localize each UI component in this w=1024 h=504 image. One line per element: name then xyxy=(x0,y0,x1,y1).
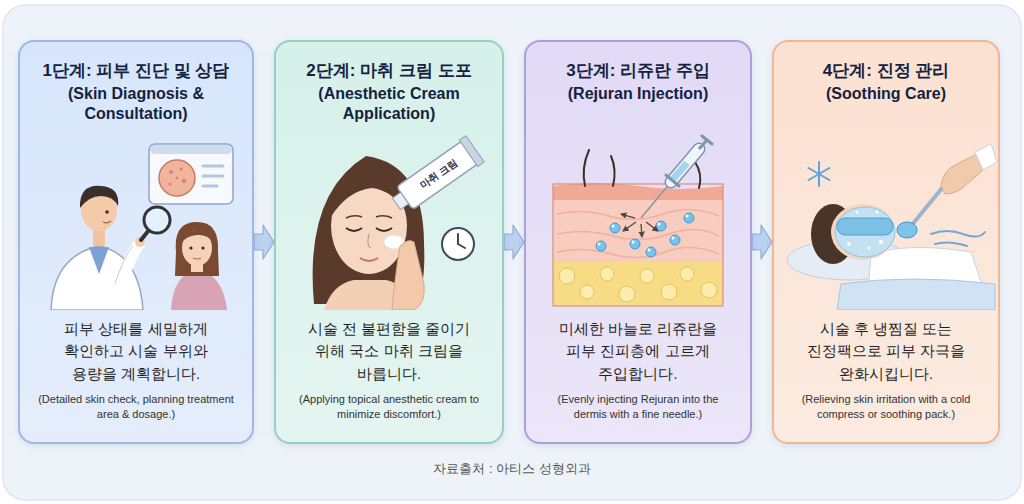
step-title: 2단계: 마취 크림 도포 xyxy=(286,60,492,82)
step-description: 시술 후 냉찜질 또는 진정팩으로 피부 자극을 완화시킵니다. xyxy=(800,318,972,385)
step-subtitle: (Soothing Care) xyxy=(784,84,988,104)
step-translation: (Applying topical anesthetic cream to mi… xyxy=(291,392,487,421)
flow-arrow xyxy=(504,225,524,259)
step-translation: (Evenly injecting Rejuran into the dermi… xyxy=(540,392,736,421)
step-translation: (Relieving skin irritation with a cold c… xyxy=(788,392,984,421)
step-card: 4단계: 진정 관리(Soothing Care) 시술 후 냉찜질 또는 진정… xyxy=(772,40,1000,444)
step-description: 미세한 바늘로 리쥬란을 피부 진피층에 고르게 주입합니다. xyxy=(552,318,724,385)
panel xyxy=(3,5,1021,500)
illustration-area: 마취 크림 xyxy=(276,134,502,318)
illustration-area xyxy=(774,134,998,318)
card-body: 피부 상태를 세밀하게 확인하고 시술 부위와 용량을 계획합니다. (Detai… xyxy=(20,318,252,433)
source-caption: 자료출처 : 아티스 성형외과 xyxy=(0,460,1024,478)
consultation-illustration xyxy=(21,134,251,310)
card-header: 3단계: 리쥬란 주입(Rejuran Injection) xyxy=(526,42,750,134)
step-description: 피부 상태를 세밀하게 확인하고 시술 부위와 용량을 계획합니다. xyxy=(50,318,222,385)
step-subtitle: (Skin Diagnosis & Consultation) xyxy=(30,84,242,124)
flow-arrow xyxy=(752,225,772,259)
cream-illustration xyxy=(276,134,502,310)
step-title: 4단계: 진정 관리 xyxy=(784,60,988,82)
step-card: 3단계: 리쥬란 주입(Rejuran Injection) xyxy=(524,40,752,444)
card-header: 1단계: 피부 진단 및 상담(Skin Diagnosis & Consult… xyxy=(20,42,252,134)
step-card: 1단계: 피부 진단 및 상담(Skin Diagnosis & Consult… xyxy=(18,40,254,444)
step-title: 1단계: 피부 진단 및 상담 xyxy=(30,60,242,82)
step-subtitle: (Anesthetic Cream Application) xyxy=(286,84,492,124)
step-subtitle: (Rejuran Injection) xyxy=(536,84,740,104)
step-translation: (Detailed skin check, planning treatment… xyxy=(38,392,234,421)
flow-arrow xyxy=(254,225,274,259)
injection-illustration xyxy=(526,134,750,310)
illustration-area xyxy=(20,134,252,318)
illustration-area xyxy=(526,134,750,318)
card-body: 시술 후 냉찜질 또는 진정팩으로 피부 자극을 완화시킵니다. (Relievi… xyxy=(774,318,998,433)
card-body: 시술 전 불편함을 줄이기 위해 국소 마취 크림을 바릅니다. (Applyin… xyxy=(276,318,502,433)
step-card: 2단계: 마취 크림 도포(Anesthetic Cream Applicati… xyxy=(274,40,504,444)
card-header: 4단계: 진정 관리(Soothing Care) xyxy=(774,42,998,134)
soothing-illustration xyxy=(774,134,998,310)
step-description: 시술 전 불편함을 줄이기 위해 국소 마취 크림을 바릅니다. xyxy=(303,318,475,385)
step-title: 3단계: 리쥬란 주입 xyxy=(536,60,740,82)
card-body: 미세한 바늘로 리쥬란을 피부 진피층에 고르게 주입합니다. (Evenly i… xyxy=(526,318,750,433)
card-header: 2단계: 마취 크림 도포(Anesthetic Cream Applicati… xyxy=(276,42,502,134)
